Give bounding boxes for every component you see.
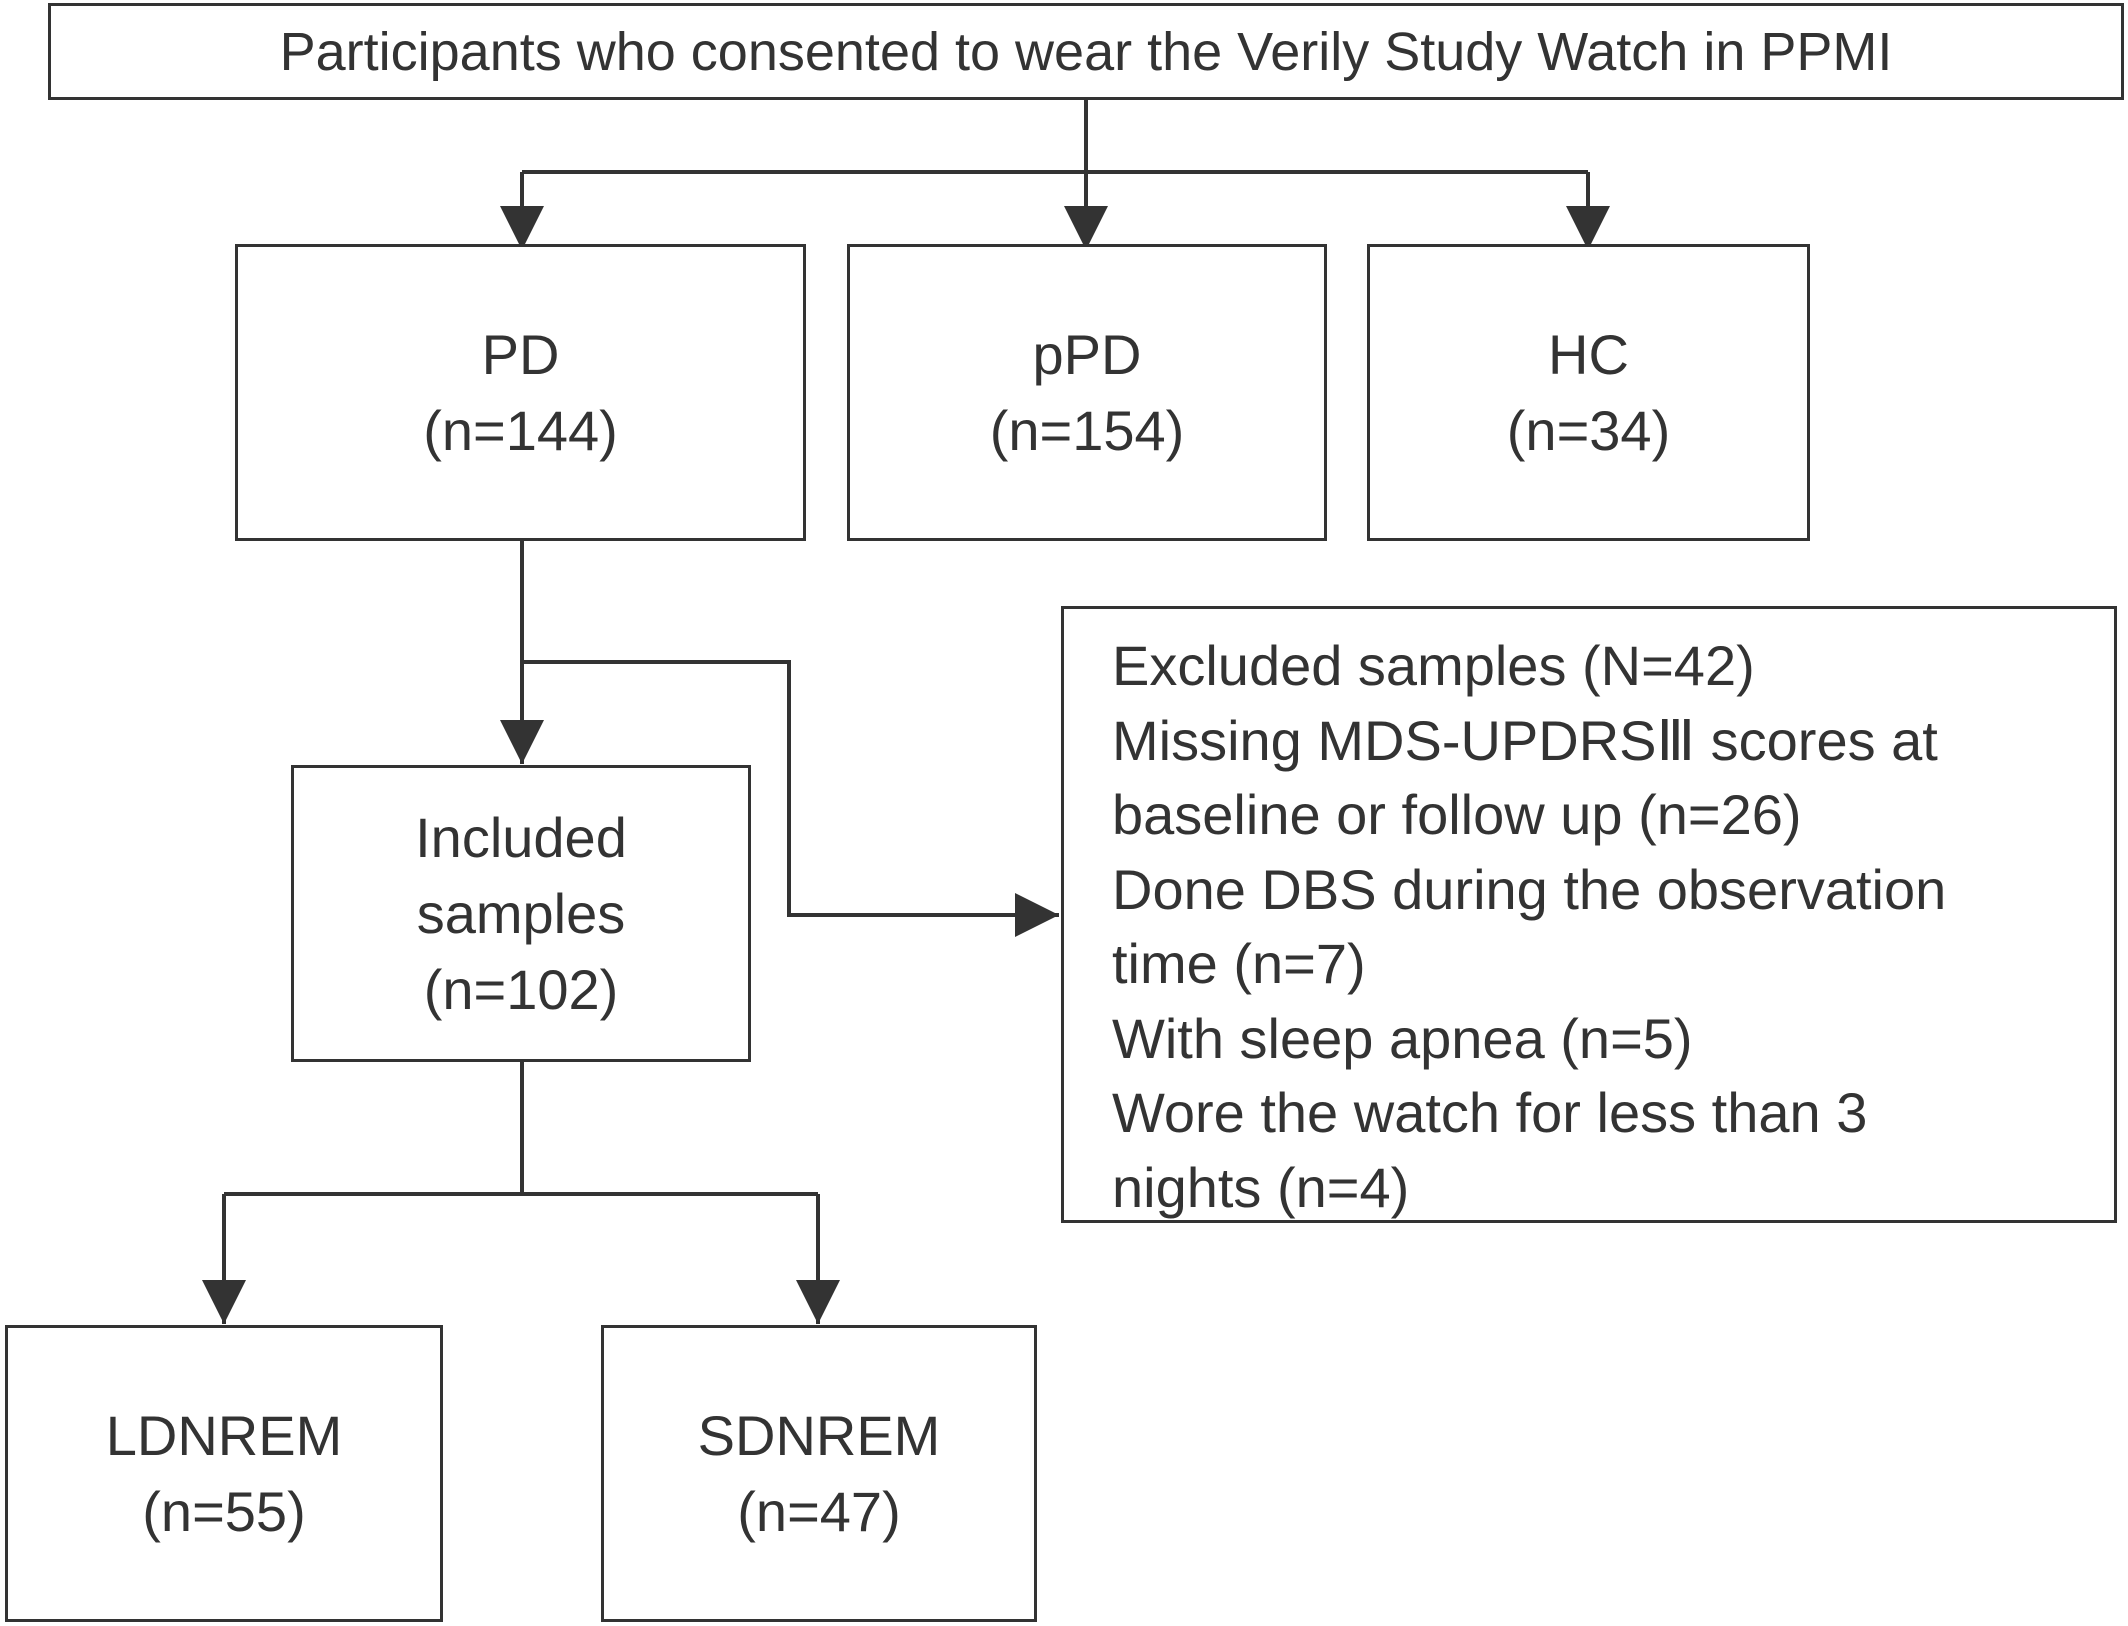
node-included-line-1: Included bbox=[415, 805, 627, 869]
node-hc-title: HC bbox=[1548, 322, 1629, 386]
node-pd: PD (n=144) bbox=[235, 244, 806, 541]
node-sdnrem-title: SDNREM bbox=[697, 1403, 941, 1467]
node-ppd-title: pPD bbox=[1032, 322, 1142, 386]
node-included: Included samples (n=102) bbox=[291, 765, 751, 1062]
node-sdnrem: SDNREM (n=47) bbox=[601, 1325, 1037, 1622]
node-excluded-line-6: With sleep apnea (n=5) bbox=[1112, 1006, 1693, 1070]
node-pd-count: (n=144) bbox=[423, 398, 618, 462]
node-excluded-line-3: baseline or follow up (n=26) bbox=[1112, 783, 1802, 846]
node-ldnrem-title: LDNREM bbox=[105, 1403, 343, 1467]
node-included-line-3: (n=102) bbox=[423, 957, 619, 1021]
node-excluded-line-5: time (n=7) bbox=[1112, 932, 1366, 995]
node-hc-count: (n=34) bbox=[1506, 398, 1671, 462]
node-excluded-line-2: Missing MDS-UPDRSⅢ scores at bbox=[1112, 708, 1938, 772]
node-ppd-count: (n=154) bbox=[989, 398, 1185, 462]
node-pd-title: PD bbox=[481, 322, 560, 386]
node-sdnrem-count: (n=47) bbox=[737, 1479, 901, 1543]
node-ldnrem-count: (n=55) bbox=[142, 1479, 306, 1543]
node-excluded: Excluded samples (N=42) Missing MDS-UPDR… bbox=[1061, 606, 2117, 1223]
node-consented: Participants who consented to wear the V… bbox=[48, 3, 2124, 100]
node-excluded-line-4: Done DBS during the observation bbox=[1112, 857, 1947, 921]
arrow-pd-to-excluded bbox=[522, 660, 1059, 937]
node-excluded-line-7: Wore the watch for less than 3 bbox=[1112, 1081, 1868, 1144]
node-ldnrem: LDNREM (n=55) bbox=[5, 1325, 443, 1622]
node-included-line-2: samples bbox=[416, 881, 626, 945]
node-excluded-line-8: nights (n=4) bbox=[1112, 1155, 1410, 1219]
node-hc: HC (n=34) bbox=[1367, 244, 1810, 541]
node-ppd: pPD (n=154) bbox=[847, 244, 1327, 541]
node-consented-label: Participants who consented to wear the V… bbox=[279, 21, 1893, 82]
node-excluded-line-1: Excluded samples (N=42) bbox=[1112, 634, 1755, 697]
